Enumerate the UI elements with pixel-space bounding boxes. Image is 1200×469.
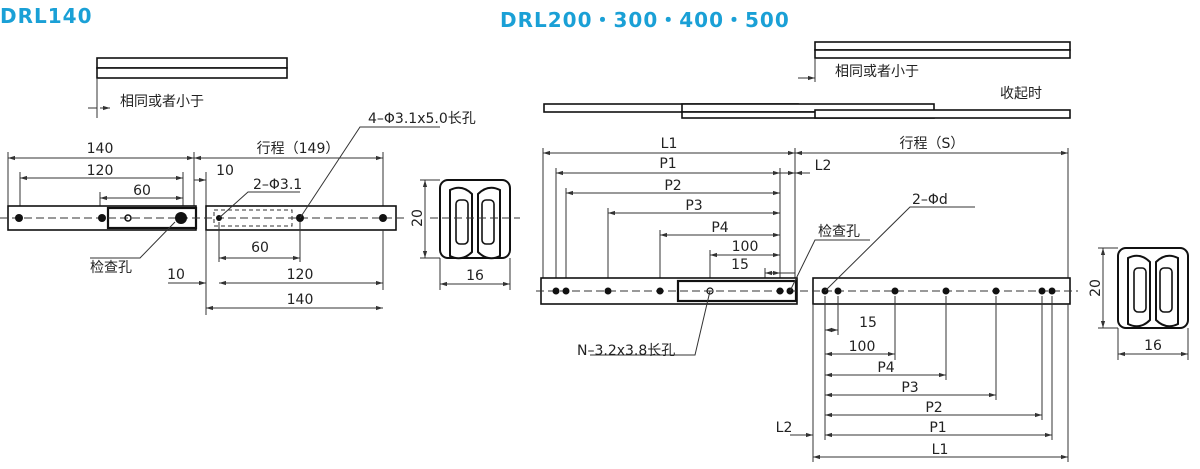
- right-P1-bottom: P1: [929, 420, 946, 436]
- right-leaders: [590, 206, 975, 356]
- left-bottom-dimensions: [168, 222, 384, 315]
- left-dim-60-top: 60: [133, 183, 151, 199]
- right-closed-view-stacked: [543, 103, 1071, 119]
- left-section-view: [430, 179, 520, 260]
- right-P4-top: P4: [711, 220, 728, 236]
- right-hole-2d: 2–Φd: [912, 192, 948, 208]
- right-dim-15-bottom: 15: [859, 315, 877, 331]
- right-P4-bottom: P4: [877, 360, 894, 376]
- title-drl200-500: DRL200・300・400・500: [500, 8, 790, 32]
- left-dim-140-bottom: 140: [287, 292, 314, 308]
- right-L2-top: L2: [815, 158, 832, 174]
- left-hole-4: 4–Φ3.1x5.0长孔: [368, 111, 476, 127]
- right-note-same-or-less: 相同或者小于: [835, 64, 919, 80]
- right-section-width: 16: [1144, 338, 1162, 354]
- right-dim-100-bottom: 100: [849, 339, 876, 355]
- right-section-height: 20: [1088, 279, 1104, 297]
- left-section-height: 20: [410, 209, 426, 227]
- right-L1-bottom: L1: [932, 442, 949, 458]
- title-drl140: DRL140: [0, 4, 93, 28]
- right-top-dimensions: [542, 148, 1069, 290]
- right-inspect-hole: 检查孔: [818, 224, 860, 240]
- left-dim-120-bottom: 120: [287, 267, 314, 283]
- left-inspect-hole: 检查孔: [90, 260, 132, 276]
- right-slide-extended: [536, 277, 1078, 305]
- left-dim-stroke: 行程（149）: [257, 141, 340, 157]
- right-slot-note: N–3.2x3.8长孔: [577, 343, 675, 359]
- right-section-dimensions: [1098, 247, 1189, 360]
- left-leaders: [90, 126, 440, 259]
- left-dim-140-top: 140: [87, 141, 114, 157]
- right-P2-bottom: P2: [925, 400, 942, 416]
- left-dim-10-bottom: 10: [167, 267, 185, 283]
- left-section-dimensions: [420, 179, 511, 290]
- left-dim-10-top: 10: [216, 163, 234, 179]
- right-note-closed: 收起时: [1000, 86, 1042, 102]
- right-dim-100-top: 100: [732, 239, 759, 255]
- right-dim-15-top: 15: [731, 257, 749, 273]
- left-section-width: 16: [466, 268, 484, 284]
- left-dim-60-bottom: 60: [251, 240, 269, 256]
- drl140-closed-view: [88, 57, 288, 118]
- left-dim-120-top: 120: [87, 163, 114, 179]
- left-slide-extended: [0, 205, 405, 231]
- right-L1-top: L1: [661, 136, 678, 152]
- right-P3-top: P3: [685, 198, 702, 214]
- left-top-dimensions: [7, 152, 384, 210]
- right-P1-top: P1: [659, 156, 676, 172]
- right-P2-top: P2: [664, 178, 681, 194]
- right-bottom-dimensions: [790, 296, 1069, 462]
- right-P3-bottom: P3: [901, 380, 918, 396]
- left-hole-2: 2–Φ3.1: [253, 177, 302, 193]
- right-L2-bottom: L2: [776, 420, 793, 436]
- left-note-same-or-less: 相同或者小于: [120, 94, 204, 110]
- right-section-view: [1117, 247, 1189, 329]
- right-stroke: 行程（S）: [900, 136, 965, 152]
- right-closed-view-top: [798, 41, 1071, 82]
